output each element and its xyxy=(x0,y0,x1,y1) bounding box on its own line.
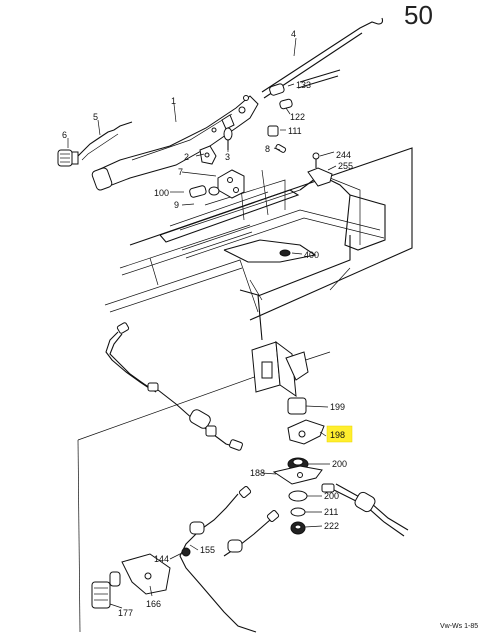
callout-100: 100 xyxy=(154,188,169,198)
release-button xyxy=(57,149,79,167)
callout-198: 198 xyxy=(330,430,345,440)
callout-1: 1 xyxy=(171,96,176,106)
callout-222: 222 xyxy=(324,521,339,531)
equalizer-stack xyxy=(272,397,325,535)
small-parts-upper xyxy=(189,127,333,257)
callout-211: 211 xyxy=(324,507,338,517)
handbrake-lever xyxy=(97,95,259,189)
callout-244: 244 xyxy=(336,150,351,160)
callout-111: 111 xyxy=(288,126,302,136)
callout-8: 8 xyxy=(265,144,270,154)
callout-400: 400 xyxy=(304,250,319,260)
callout-255: 255 xyxy=(338,161,353,171)
callout-7: 7 xyxy=(178,167,183,177)
sheet-number: 50 xyxy=(404,0,433,30)
left-cable xyxy=(105,322,243,451)
callout-133: 133 xyxy=(296,80,311,90)
callout-177: 177 xyxy=(118,608,133,618)
callout-122: 122 xyxy=(290,112,305,122)
callout-4: 4 xyxy=(291,29,296,39)
callout-6: 6 xyxy=(62,130,67,140)
callout-166: 166 xyxy=(146,599,161,609)
highlight-marker xyxy=(326,425,353,443)
callout-155: 155 xyxy=(200,545,215,555)
callout-2: 2 xyxy=(184,152,189,162)
tunnel-bracket xyxy=(251,340,309,398)
callout-200-lower: 200 xyxy=(324,491,339,501)
pull-rod xyxy=(261,17,384,137)
callout-9: 9 xyxy=(174,200,179,210)
cable-bracket xyxy=(91,547,191,609)
footer-code: Vw-Ws 1-85 xyxy=(440,623,478,630)
callout-144: 144 xyxy=(154,554,169,564)
right-cable xyxy=(179,483,409,633)
callout-3: 3 xyxy=(225,152,230,162)
callout-188: 188 xyxy=(250,468,265,478)
leader-lines xyxy=(67,37,337,609)
callout-199: 199 xyxy=(330,402,345,412)
callout-5: 5 xyxy=(93,112,98,122)
lever-bracket xyxy=(217,169,245,199)
floor-frame xyxy=(104,147,413,341)
lever-grip xyxy=(77,121,133,191)
callout-200-upper: 200 xyxy=(332,459,347,469)
